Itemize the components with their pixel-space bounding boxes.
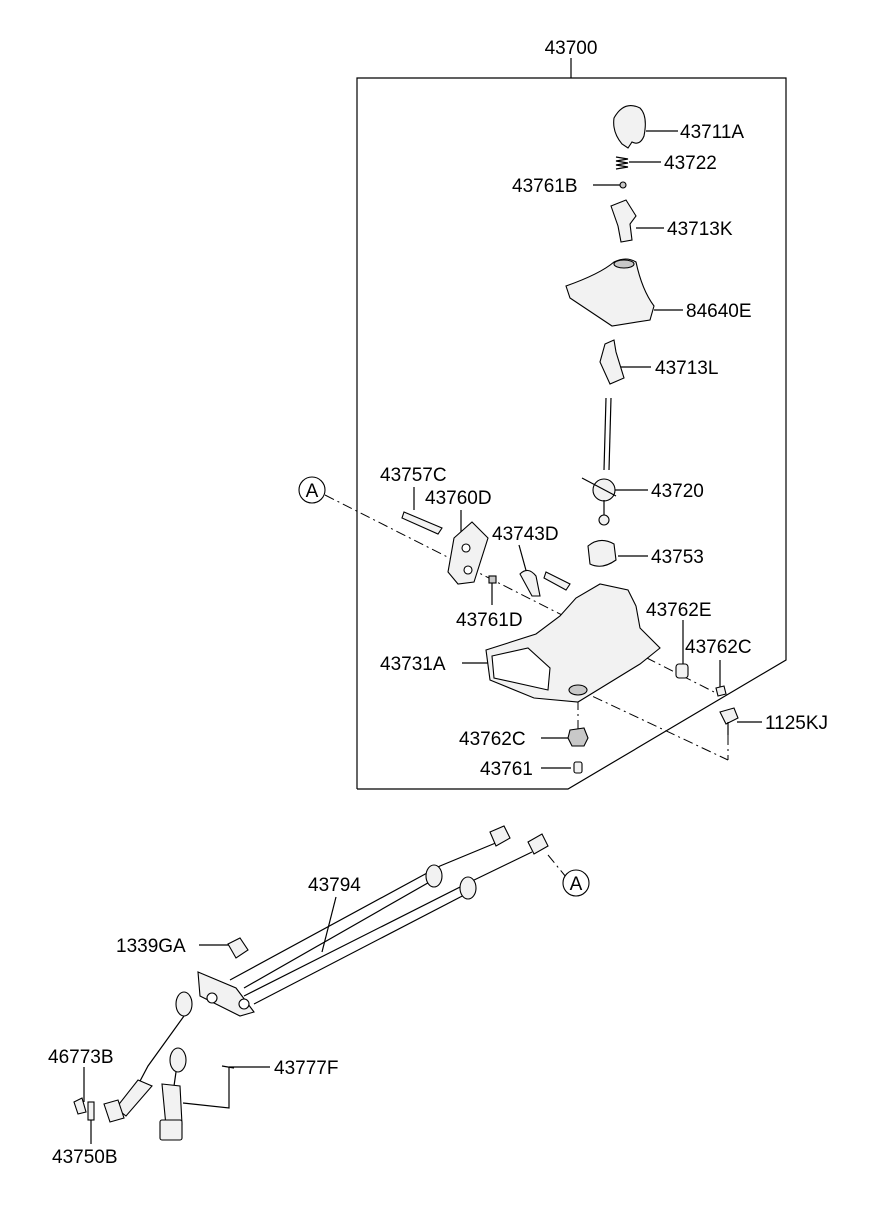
bushing-c-right <box>715 685 727 697</box>
knob-spring <box>615 156 629 170</box>
center-lines <box>324 494 729 878</box>
label-cable: 43794 <box>308 875 361 896</box>
assembly-frame <box>356 58 787 790</box>
label-bushing: 43753 <box>651 547 704 568</box>
lever-adapter <box>599 339 625 385</box>
label-bushing-c-bottom: 43762C <box>459 729 526 750</box>
select-bracket <box>447 521 489 585</box>
label-lever: 43720 <box>651 481 704 502</box>
cable-clip <box>519 569 571 597</box>
label-collar: 43762E <box>646 600 712 621</box>
pivot-pin <box>401 511 443 535</box>
label-ball: 43761B <box>512 176 578 197</box>
label-housing: 43731A <box>380 654 446 675</box>
detent-ball <box>619 181 627 189</box>
callout-a-lower-label: A <box>570 874 583 895</box>
lever-bushing <box>587 539 617 567</box>
label-pin-b: 43750B <box>52 1147 118 1168</box>
label-bracket: 43760D <box>425 488 492 509</box>
collar <box>675 663 689 679</box>
label-clip-f: 43777F <box>274 1058 338 1079</box>
label-pin-c: 43757C <box>380 465 447 486</box>
label-clip: 43743D <box>492 524 559 545</box>
part-number-labels: 43700 43711A 43722 43761B 43713K 84640E … <box>48 38 828 1168</box>
knob-adapter <box>610 199 637 243</box>
label-assembly: 43700 <box>545 38 598 59</box>
label-boot: 84640E <box>686 301 752 322</box>
leader-lines <box>83 130 762 1144</box>
mounting-bolt <box>719 707 739 735</box>
label-lever-adapter: 43713L <box>655 358 718 379</box>
label-pin: 43761 <box>480 759 533 780</box>
label-knob-adapter: 43713K <box>667 219 733 240</box>
label-spring: 43722 <box>664 153 717 174</box>
housing-pin <box>573 761 583 774</box>
shift-cable-assembly <box>73 825 549 1141</box>
label-pin-d: 43761D <box>456 610 523 631</box>
shift-knob <box>613 105 646 149</box>
label-nut: 1339GA <box>116 936 186 957</box>
bushing-c-bottom <box>567 727 589 747</box>
shift-lever <box>581 397 617 526</box>
label-knob: 43711A <box>680 122 744 143</box>
label-bushing-c-right: 43762C <box>685 637 752 658</box>
bracket-pin <box>488 575 497 584</box>
label-clip-b: 46773B <box>48 1047 114 1068</box>
shift-boot <box>565 258 655 327</box>
callout-a-lower: A <box>562 869 590 897</box>
callout-a-upper-label: A <box>306 481 319 502</box>
shifter-housing <box>485 583 661 703</box>
callout-a-upper: A <box>298 476 326 504</box>
label-bolt: 1125KJ <box>765 713 828 734</box>
